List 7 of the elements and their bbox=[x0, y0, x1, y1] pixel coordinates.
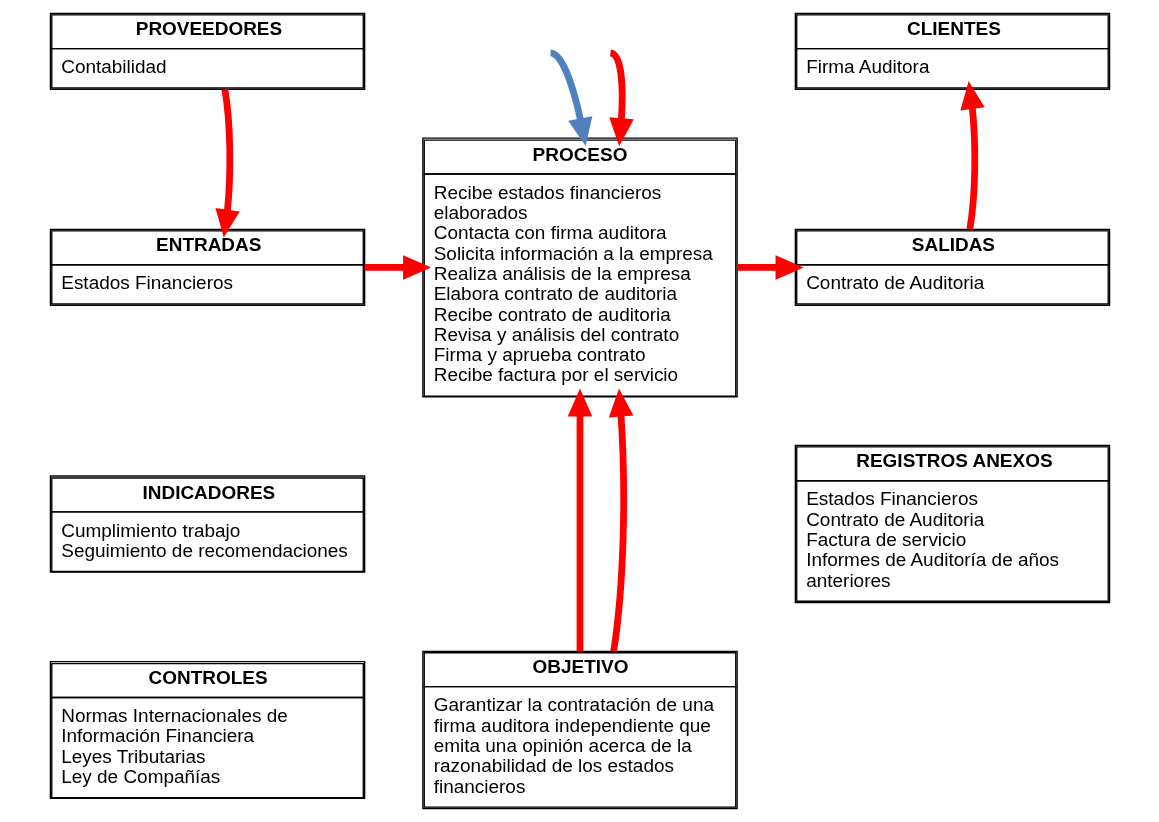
arrow bbox=[608, 49, 634, 147]
arrow bbox=[736, 255, 804, 280]
arrow bbox=[567, 388, 592, 652]
arrow bbox=[608, 388, 633, 652]
arrow bbox=[214, 88, 240, 238]
arrow bbox=[959, 81, 985, 230]
arrow bbox=[549, 49, 592, 147]
